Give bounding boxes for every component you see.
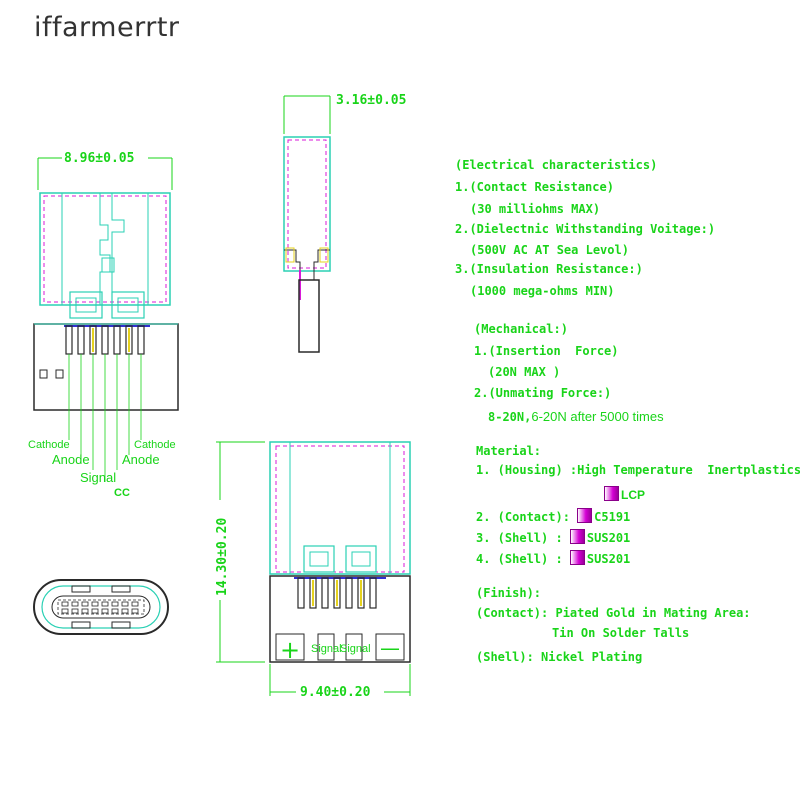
pin-label-cc: CC [114, 487, 130, 499]
spec-m2: 2.(Unmating Force:) [474, 386, 612, 400]
spec-e2: 2.(Dielectnic Withstanding Voitage:) [455, 222, 716, 236]
spec-mat2-value: C5191 [594, 510, 631, 524]
spec-e1-value: (30 milliohms MAX) [470, 202, 601, 216]
signal-pad-label-2: Signal [340, 643, 371, 655]
minus-label: — [380, 636, 400, 660]
brand-watermark: iffarmerrtr [34, 12, 180, 43]
spec-f1-b: Tin On Solder Talls [552, 626, 690, 640]
side-view: 3.16±0.05 [283, 93, 406, 353]
bottom-width-dimension: 9.40±0.20 [300, 685, 371, 700]
mechanical-title: (Mechanical:) [474, 322, 568, 336]
electrical-title: (Electrical characteristics) [455, 158, 658, 172]
spec-m2-value-a: 8-20N, [488, 410, 532, 424]
spec-e3: 3.(Insulation Resistance:) [455, 262, 643, 276]
spec-mat4-row: 4. (Shell) : SUS201 [476, 548, 630, 567]
spec-m2-value-b: 6-20N after 5000 times [531, 409, 664, 424]
spec-mat4: 4. (Shell) : [476, 552, 570, 566]
spec-mat3: 3. (Shell) : [476, 531, 570, 545]
material-title: Material: [476, 444, 542, 458]
pin-label-anode-left: Anode [52, 452, 90, 467]
spec-mat3-value: SUS201 [586, 531, 631, 545]
spec-mat1: 1. (Housing) :High Temperature Inertplas… [476, 463, 800, 477]
signal-pad-label-1: Signal [311, 643, 342, 655]
spec-e3-value: (1000 mega-ohms MIN) [470, 284, 615, 298]
pin-label-signal: Signal [80, 470, 116, 485]
spec-mat2: 2. (Contact): [476, 510, 578, 524]
bottom-view: 14.30±0.20 + Signal Sign [215, 441, 411, 700]
spec-mat2-row: 2. (Contact): C5191 [476, 506, 630, 525]
shell-swatch-icon [569, 529, 585, 544]
lcp-swatch-icon [604, 486, 619, 501]
side-thickness-dimension: 3.16±0.05 [336, 93, 406, 108]
spec-f1: (Contact): Piated Gold in Mating Area: [476, 606, 751, 620]
front-view: 8.96±0.05 [28, 151, 179, 499]
contact-swatch-icon [577, 508, 593, 523]
pin-label-cathode-right: Cathode [134, 439, 176, 451]
spec-e2-value: (500V AC AT Sea Levol) [470, 243, 629, 257]
spec-mat1-value: LCP [621, 488, 645, 502]
spec-m1: 1.(Insertion Force) [474, 344, 619, 358]
spec-f2: (Shell): Nickel Plating [476, 650, 643, 664]
spec-mat1-value-row: LCP [604, 484, 645, 503]
spec-e1: 1.(Contact Resistance) [455, 180, 614, 194]
front-width-dimension: 8.96±0.05 [64, 151, 134, 166]
end-view [33, 579, 169, 635]
spec-mat4-value: SUS201 [586, 552, 631, 566]
spec-mat3-row: 3. (Shell) : SUS201 [476, 527, 630, 546]
pin-label-anode-right: Anode [122, 452, 160, 467]
bottom-height-dimension: 14.30±0.20 [215, 518, 230, 596]
shell-swatch-icon-2 [569, 550, 585, 565]
plus-label: + [280, 636, 300, 664]
finish-title: (Finish): [476, 586, 542, 600]
pin-label-cathode-left: Cathode [28, 439, 70, 451]
spec-m1-value: (20N MAX ) [488, 365, 561, 379]
spec-m2-value-row: 8-20N,6-20N after 5000 times [488, 406, 664, 425]
